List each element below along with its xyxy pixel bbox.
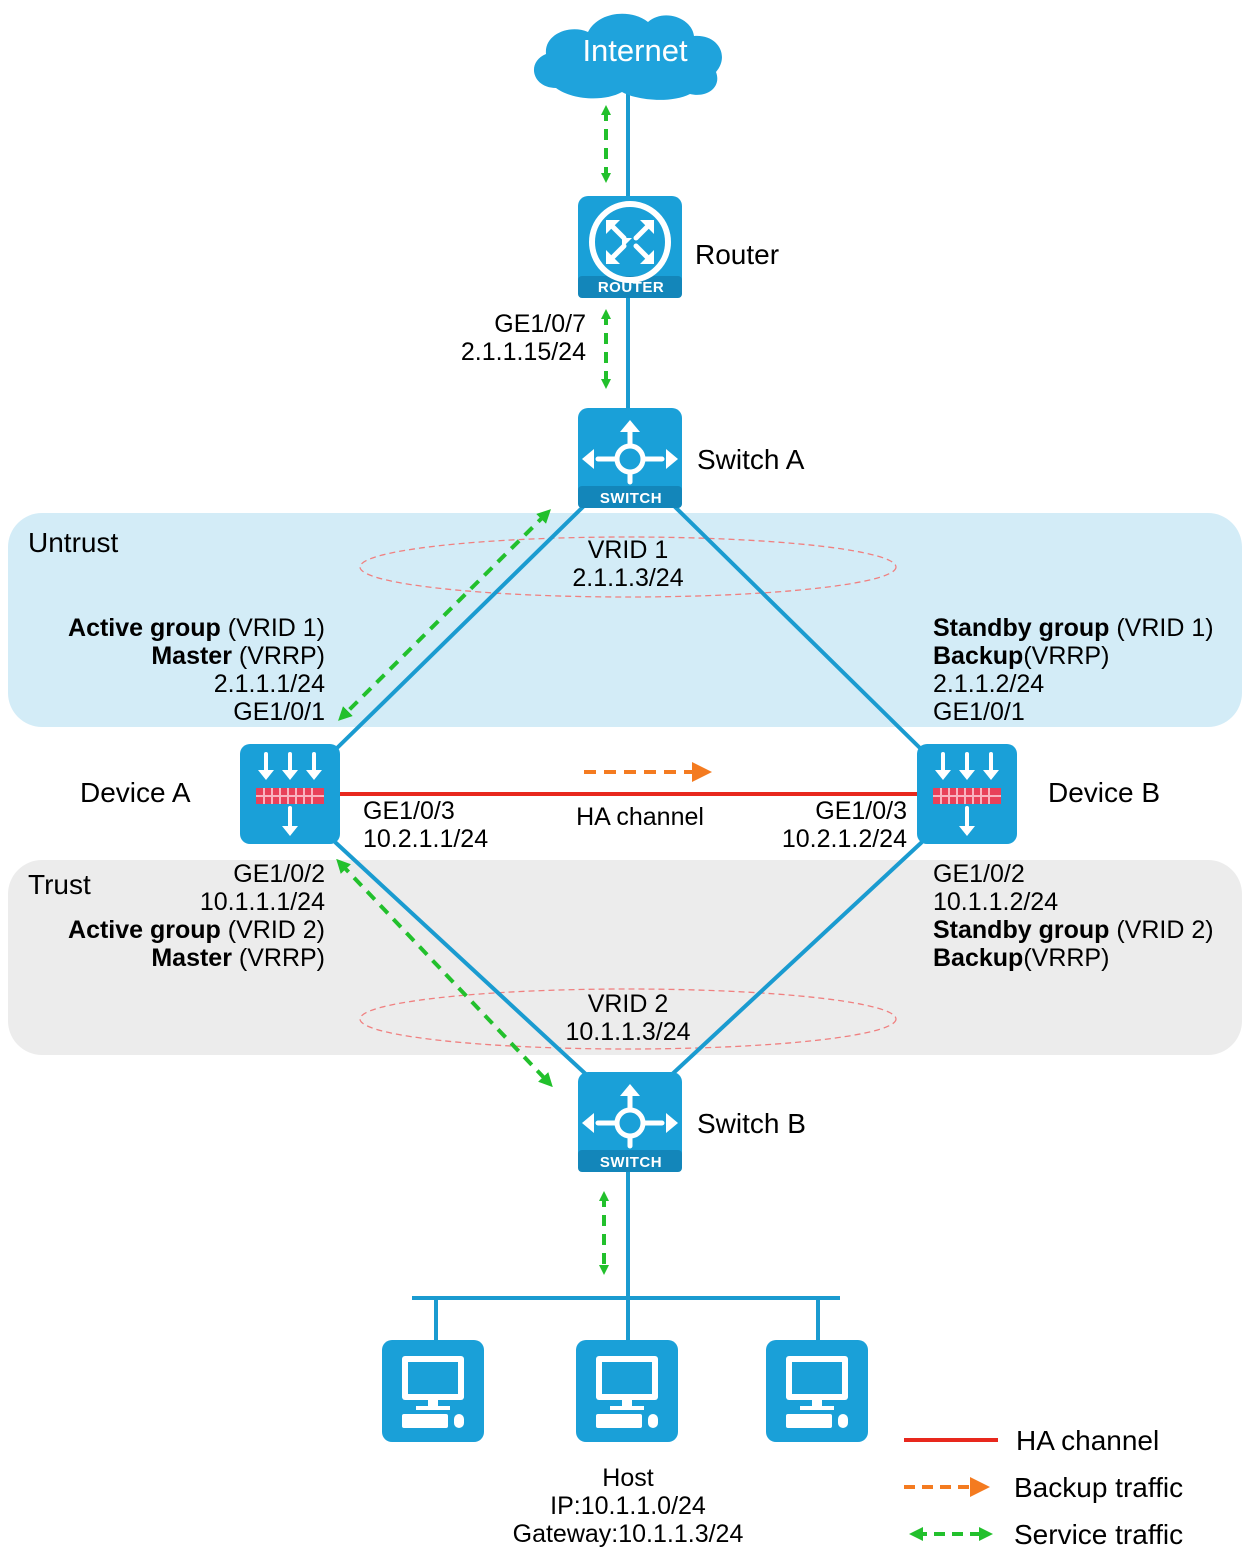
vrid1-name: VRID 1 [588,536,669,564]
switch-a-name: Switch A [697,444,805,475]
router-ip: 2.1.1.15/24 [461,338,586,366]
legend-ha-label: HA channel [1016,1425,1159,1456]
switch-a-badge: SWITCH [600,490,662,507]
router-port: GE1/0/7 [494,310,586,338]
device-a-down-role-line: Master (VRRP) [151,944,325,972]
device-b-down-ip: 10.1.1.2/24 [933,888,1058,916]
pc-icon [576,1340,678,1442]
device-a-ha-ip: 10.2.1.1/24 [363,825,488,853]
vrid1-ellipse [359,536,897,598]
device-a-down-ip: 10.1.1.1/24 [200,888,325,916]
link-switch-a-device-b [666,498,924,752]
device-a-name: Device A [80,777,191,808]
vrid2-ellipse [359,988,897,1050]
device-b-up-role-line: Backup(VRRP) [933,642,1109,670]
pc-icon [382,1340,484,1442]
device-b-down-role-line: Backup(VRRP) [933,944,1109,972]
host-gateway: Gateway:10.1.1.3/24 [513,1520,744,1548]
device-a-up-ip: 2.1.1.1/24 [214,670,325,698]
link-device-b-switch-b [666,840,924,1080]
legend: HA channel Backup traffic Service traffi… [904,1425,1183,1550]
untrust-label: Untrust [28,527,118,558]
legend-service-label: Service traffic [1014,1519,1183,1550]
service-traffic-arrows [336,105,611,1275]
trust-zone [8,860,1242,1055]
device-b-ha-port: GE1/0/3 [815,797,907,825]
device-b-up-group-line: Standby group (VRID 1) [933,614,1214,642]
pc-icon [766,1340,868,1442]
device-a-up-port: GE1/0/1 [233,698,325,726]
device-a-down-port: GE1/0/2 [233,860,325,888]
device-b-ha-ip: 10.2.1.2/24 [782,825,907,853]
host-ip: IP:10.1.1.0/24 [550,1492,706,1520]
device-a-down-group-line: Active group (VRID 2) [68,916,325,944]
router-icon [578,196,682,298]
switch-icon [578,408,682,508]
trust-label: Trust [28,869,91,900]
device-a-up-group-line: Active group (VRID 1) [68,614,325,642]
firewall-icon [240,744,340,844]
device-a-ha-port: GE1/0/3 [363,797,455,825]
switch-icon [578,1072,682,1172]
device-a-up-role-line: Master (VRRP) [151,642,325,670]
device-b-down-port: GE1/0/2 [933,860,1025,888]
cloud-label: Internet [582,33,688,68]
switch-b-name: Switch B [697,1108,806,1139]
vrid1-ip: 2.1.1.3/24 [572,564,683,592]
router-name: Router [695,239,779,270]
device-b-up-port: GE1/0/1 [933,698,1025,726]
untrust-zone [8,513,1242,727]
device-b-name: Device B [1048,777,1160,808]
ha-channel-label: HA channel [576,803,704,831]
device-b-down-group-line: Standby group (VRID 2) [933,916,1214,944]
router-badge: ROUTER [598,279,664,296]
cloud-icon [533,13,722,100]
switch-b-badge: SWITCH [600,1154,662,1171]
vrid2-ip: 10.1.1.3/24 [565,1018,690,1046]
device-b-up-ip: 2.1.1.2/24 [933,670,1044,698]
firewall-icon [917,744,1017,844]
legend-backup-label: Backup traffic [1014,1472,1183,1503]
host-title: Host [602,1464,653,1492]
vrid2-name: VRID 2 [588,990,669,1018]
